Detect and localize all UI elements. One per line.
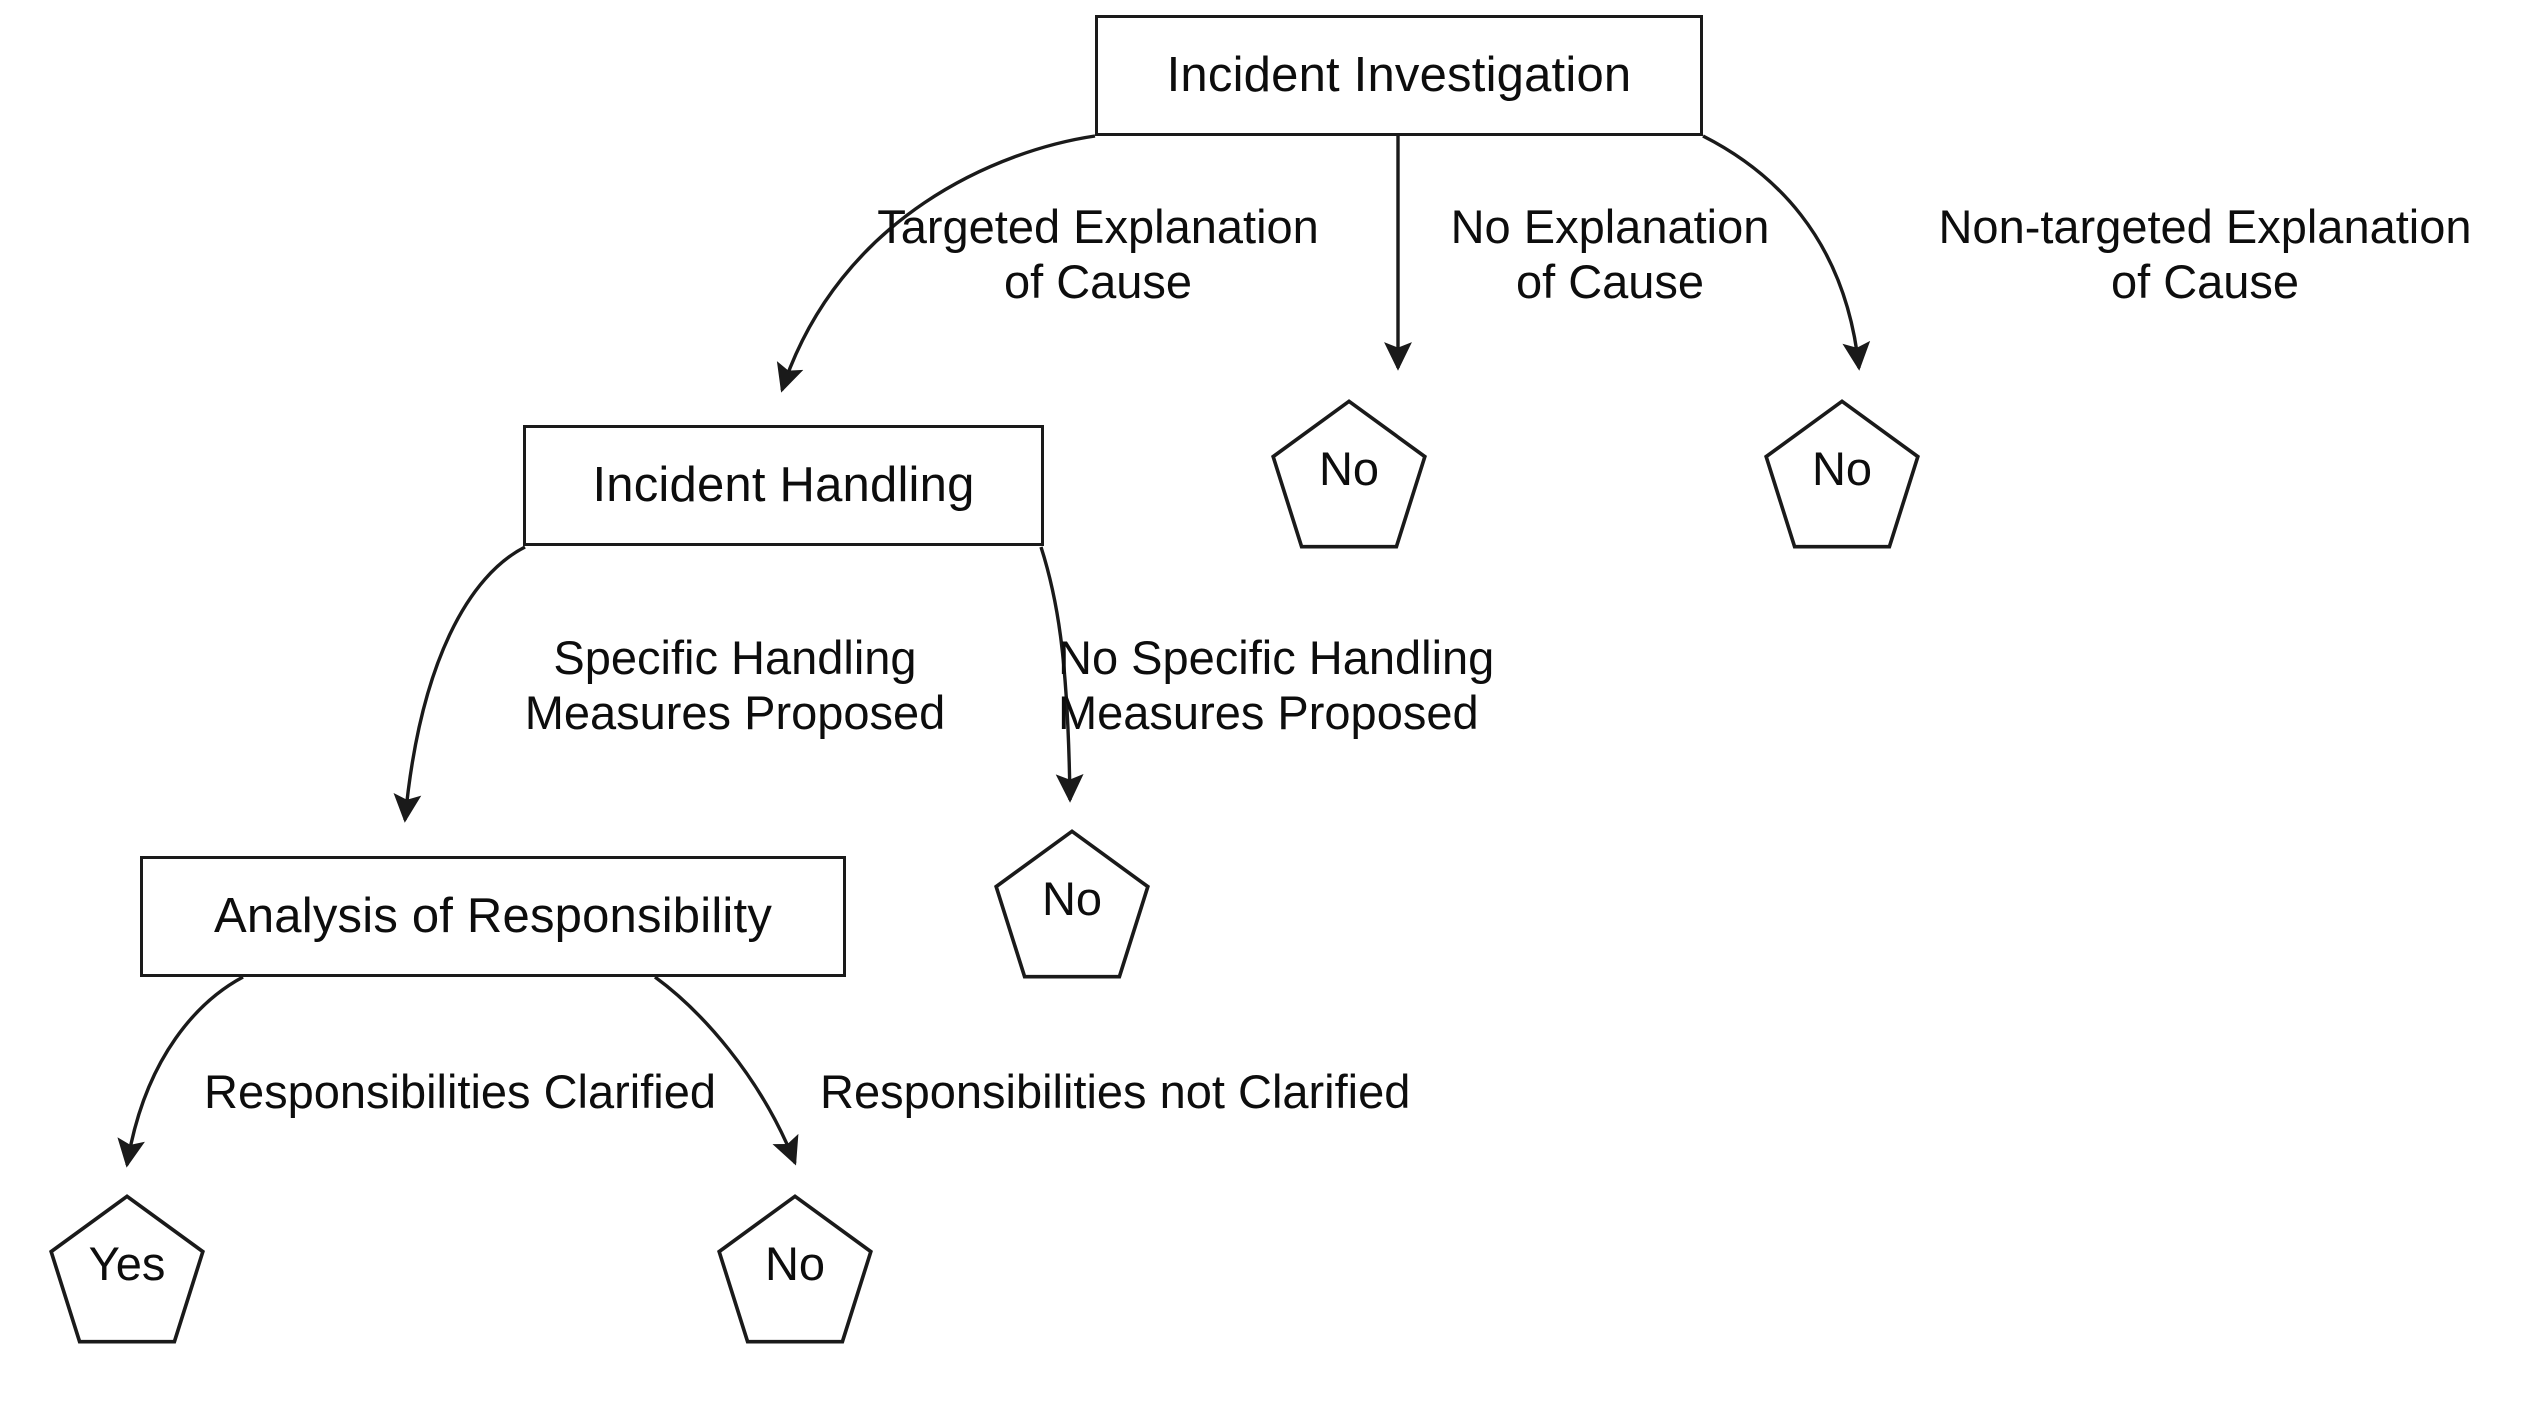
edge-label-targeted-explanation: Targeted Explanation of Cause xyxy=(877,200,1319,308)
edge-label-no-specific-handling: No Specific Handling Measures Proposed xyxy=(1058,631,1495,739)
terminal-no-non-targeted[interactable]: No xyxy=(1763,398,1921,550)
pentagon-shape xyxy=(717,1194,873,1344)
edge-non-targeted-explanation xyxy=(1702,134,1871,371)
terminal-no-responsibilities-not-clarified[interactable]: No xyxy=(716,1193,874,1345)
edge-responsibilities-not-clarified xyxy=(653,975,799,1166)
terminal-no-no-specific-handling[interactable]: No xyxy=(993,828,1151,980)
edge-label-specific-handling: Specific Handling Measures Proposed xyxy=(524,631,946,739)
edge-label-non-targeted-explanation: Non-targeted Explanation of Cause xyxy=(1938,200,2472,308)
terminal-label: Yes xyxy=(88,1236,166,1290)
terminal-label: No xyxy=(1811,441,1873,495)
terminal-label: No xyxy=(1318,441,1380,495)
edge-label-responsibilities-clarified: Responsibilities Clarified xyxy=(204,1065,716,1118)
edge-label-no-explanation: No Explanation of Cause xyxy=(1450,200,1770,308)
edge-targeted-explanation xyxy=(776,134,1096,393)
node-incident-handling[interactable]: Incident Handling xyxy=(523,425,1044,546)
pentagon-shape xyxy=(1764,399,1920,549)
terminal-label: No xyxy=(764,1236,826,1290)
terminal-yes-responsibilities-clarified[interactable]: Yes xyxy=(48,1193,206,1345)
edge-no-specific-handling xyxy=(1039,546,1084,803)
edge-specific-handling xyxy=(393,545,526,823)
node-analysis-of-responsibility[interactable]: Analysis of Responsibility xyxy=(140,856,846,977)
pentagon-shape xyxy=(49,1194,205,1344)
pentagon-shape xyxy=(994,829,1150,979)
node-incident-handling-label: Incident Handling xyxy=(592,458,975,512)
node-incident-investigation-label: Incident Investigation xyxy=(1166,48,1632,102)
node-incident-investigation[interactable]: Incident Investigation xyxy=(1095,15,1703,136)
edge-label-responsibilities-not-clarified: Responsibilities not Clarified xyxy=(820,1065,1411,1118)
terminal-no-no-explanation[interactable]: No xyxy=(1270,398,1428,550)
terminal-label: No xyxy=(1041,871,1103,925)
edge-responsibilities-clarified xyxy=(117,975,244,1168)
pentagon-shape xyxy=(1271,399,1427,549)
node-analysis-of-responsibility-label: Analysis of Responsibility xyxy=(213,889,773,943)
